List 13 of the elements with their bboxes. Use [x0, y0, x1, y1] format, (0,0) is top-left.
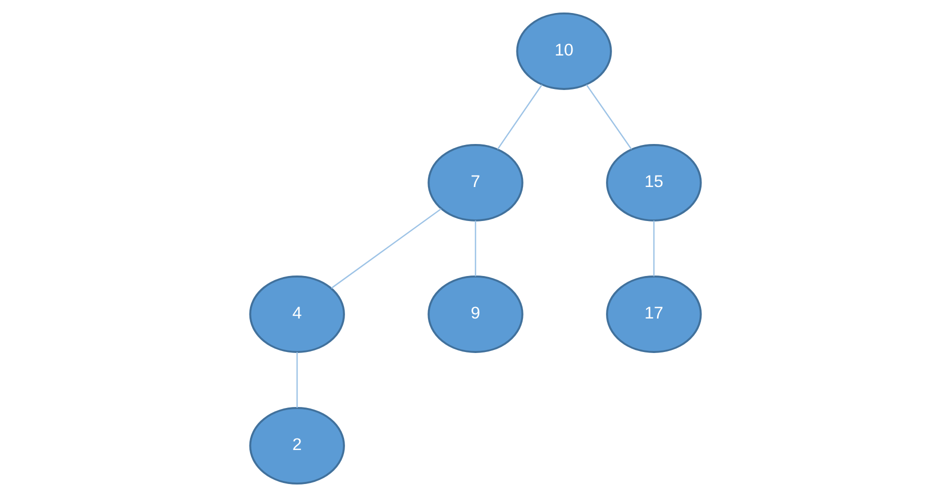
connector: [496, 84, 542, 150]
node-ellipse: 7: [427, 144, 523, 222]
node-ellipse: 2: [248, 407, 344, 485]
node-ellipse: 4: [248, 276, 344, 353]
connector: [585, 84, 632, 150]
node-ellipse: 9: [427, 276, 523, 353]
node-ellipse: 17: [606, 276, 702, 353]
connector: [330, 208, 441, 289]
node-ellipse: 10: [516, 12, 612, 90]
connector: [474, 220, 476, 276]
node-ellipse: 15: [606, 144, 702, 222]
connector: [652, 220, 654, 276]
connector: [296, 352, 298, 408]
